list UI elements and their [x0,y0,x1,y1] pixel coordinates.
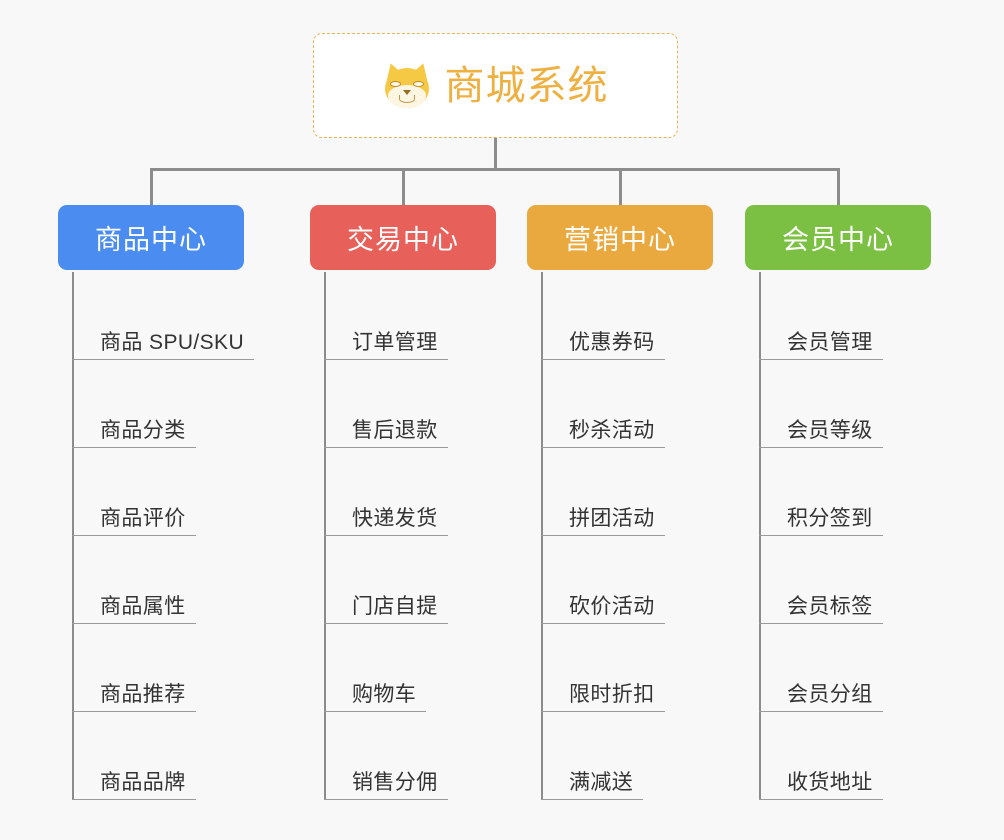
leaf-item-label: 收货地址 [787,770,873,794]
leaf-item[interactable]: 商品评价 [72,448,196,536]
leaf-item-label: 商品属性 [100,594,186,618]
leaf-item[interactable]: 商品属性 [72,536,196,624]
connector-drop-product-center [150,168,153,207]
leaf-item[interactable]: 会员等级 [759,360,883,448]
leaf-item[interactable]: 商品品牌 [72,712,196,800]
leaf-item-label: 会员等级 [787,418,873,442]
column-header-label: 交易中心 [347,225,459,255]
leaf-item-label: 砍价活动 [569,594,655,618]
connector-drop-marketing-center [619,168,622,207]
column-header-label: 会员中心 [782,225,894,255]
leaf-item[interactable]: 销售分佣 [324,712,448,800]
column-header-trade-center[interactable]: 交易中心 [310,205,496,270]
column-member-center: 会员中心会员管理会员等级积分签到会员标签会员分组收货地址 [745,205,931,800]
leaf-item[interactable]: 快递发货 [324,448,448,536]
leaf-item-label: 会员标签 [787,594,873,618]
connector-drop-trade-center [402,168,405,207]
leaf-item-label: 快递发货 [352,506,438,530]
leaf-item[interactable]: 砍价活动 [541,536,665,624]
leaf-item-label: 购物车 [352,682,417,706]
column-marketing-center: 营销中心优惠券码秒杀活动拼团活动砍价活动限时折扣满减送 [527,205,713,800]
leaf-item-label: 门店自提 [352,594,438,618]
leaf-item[interactable]: 会员管理 [759,272,883,360]
leaf-item-label: 限时折扣 [569,682,655,706]
leaf-item[interactable]: 门店自提 [324,536,448,624]
column-header-label: 商品中心 [95,225,207,255]
root-title: 商城系统 [444,63,609,108]
leaf-item-label: 秒杀活动 [569,418,655,442]
leaf-item-label: 商品推荐 [100,682,186,706]
leaf-item[interactable]: 秒杀活动 [541,360,665,448]
leaf-item-label: 商品 SPU/SKU [100,330,245,354]
leaf-item[interactable]: 会员标签 [759,536,883,624]
leaf-item-label: 满减送 [569,770,634,794]
leaf-item[interactable]: 商品推荐 [72,624,196,712]
column-header-product-center[interactable]: 商品中心 [58,205,244,270]
leaf-item-label: 优惠券码 [569,330,655,354]
leaf-item[interactable]: 订单管理 [324,272,448,360]
leaf-item-label: 会员管理 [787,330,873,354]
column-trade-center: 交易中心订单管理售后退款快递发货门店自提购物车销售分佣 [310,205,496,800]
column-spine-member-center [759,272,761,800]
column-header-label: 营销中心 [564,225,676,255]
connector-drop-member-center [837,168,840,207]
column-header-marketing-center[interactable]: 营销中心 [527,205,713,270]
column-product-center: 商品中心商品 SPU/SKU 商品分类商品评价商品属性商品推荐商品品牌 [58,205,255,800]
leaf-item-label: 积分签到 [787,506,873,530]
leaf-item-label: 拼团活动 [569,506,655,530]
leaf-item[interactable]: 商品 SPU/SKU [72,272,255,360]
leaf-item[interactable]: 会员分组 [759,624,883,712]
leaf-item-label: 会员分组 [787,682,873,706]
leaf-item[interactable]: 售后退款 [324,360,448,448]
leaf-item[interactable]: 收货地址 [759,712,883,800]
connector-horizontal-bus [150,168,839,171]
column-spine-trade-center [324,272,326,800]
leaf-item[interactable]: 满减送 [541,712,644,800]
leaf-item[interactable]: 购物车 [324,624,427,712]
leaf-item[interactable]: 商品分类 [72,360,196,448]
leaf-item[interactable]: 拼团活动 [541,448,665,536]
leaf-item-label: 订单管理 [352,330,438,354]
leaf-item-label: 商品分类 [100,418,186,442]
leaf-item-label: 销售分佣 [352,770,438,794]
connector-root-stem [494,138,497,170]
root-node[interactable]: 商城系统 [313,33,678,138]
leaf-item-label: 商品品牌 [100,770,186,794]
column-spine-product-center [72,272,74,800]
leaf-item[interactable]: 优惠券码 [541,272,665,360]
column-header-member-center[interactable]: 会员中心 [745,205,931,270]
leaf-item[interactable]: 限时折扣 [541,624,665,712]
leaf-item[interactable]: 积分签到 [759,448,883,536]
column-spine-marketing-center [541,272,543,800]
leaf-item-label: 商品评价 [100,506,186,530]
leaf-item-label: 售后退款 [352,418,438,442]
shiba-dog-face-icon [381,60,432,110]
